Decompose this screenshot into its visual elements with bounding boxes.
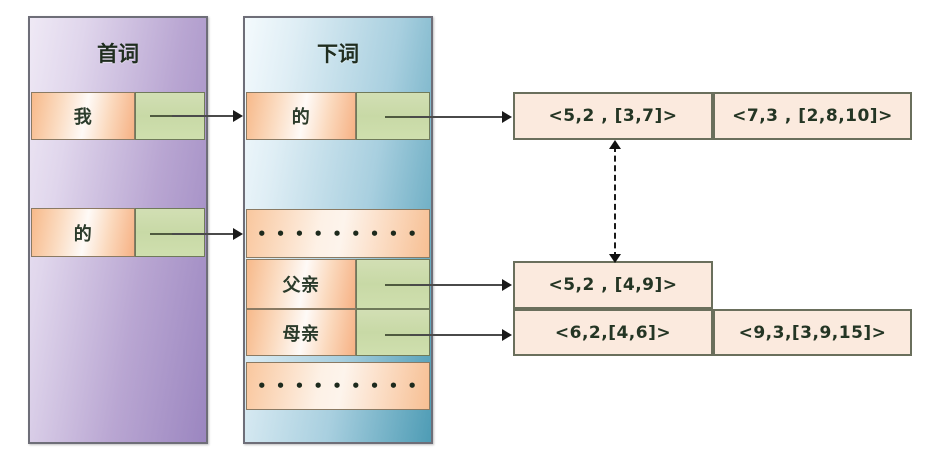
next-word-key-cell: 父亲: [246, 259, 356, 309]
arrowhead-up-icon: [609, 140, 621, 149]
connector-muqin-to-posting: [410, 334, 503, 336]
next-word-key-label: 母亲: [282, 323, 320, 345]
posting-cell-bottom-left[interactable]: <6,2,[4,6]>: [513, 309, 713, 356]
arrowhead-icon: [502, 279, 512, 291]
posting-cell-value: <6,2,[4,6]>: [554, 322, 672, 343]
arrowhead-down-icon: [609, 254, 621, 263]
pointer-stub-line: [150, 115, 190, 117]
next-word-ellipsis-row: • • • • • • • • •: [246, 362, 430, 410]
pointer-stub-line: [385, 116, 430, 118]
next-word-ellipsis-row: • • • • • • • • •: [246, 209, 430, 258]
connector-wo-to-de: [172, 115, 234, 117]
next-word-column-title: 下词: [317, 42, 359, 66]
arrowhead-icon: [502, 329, 512, 341]
posting-cell-value: <7,3 , [2,8,10]>: [732, 106, 893, 126]
arrowhead-icon: [233, 228, 243, 240]
first-word-column-title: 首词: [97, 42, 139, 66]
ellipsis-label: • • • • • • • • •: [256, 377, 420, 395]
posting-cell-bottom-right[interactable]: <9,3,[3,9,15]>: [713, 309, 912, 356]
next-word-slot-muqin[interactable]: 母亲: [246, 309, 430, 356]
next-word-key-label: 的: [291, 107, 311, 128]
pointer-stub-line: [385, 334, 430, 336]
posting-cell-value: <9,3,[3,9,15]>: [738, 322, 887, 343]
pointer-stub-line: [150, 233, 190, 235]
next-word-key-cell: 母亲: [246, 309, 356, 356]
arrowhead-icon: [233, 110, 243, 122]
next-word-key-label: 父亲: [282, 275, 320, 296]
posting-cell-value: <5,2 , [3,7]>: [548, 106, 678, 126]
posting-cell-value: <5,2 , [4,9]>: [548, 275, 678, 295]
posting-cell-top-right[interactable]: <7,3 , [2,8,10]>: [713, 92, 912, 140]
first-word-key-label: 我: [73, 107, 93, 128]
first-word-key-cell: 的: [31, 208, 135, 257]
arrowhead-icon: [502, 111, 512, 123]
ellipsis-label: • • • • • • • • •: [256, 224, 420, 243]
pointer-stub-line: [385, 284, 430, 286]
next-word-pointer-cell[interactable]: [356, 309, 430, 356]
connector-de-to-posting-top: [410, 116, 503, 118]
next-word-slot-fuqin[interactable]: 父亲: [246, 259, 430, 309]
posting-cell-top-left[interactable]: <5,2 , [3,7]>: [513, 92, 713, 140]
first-word-key-cell: 我: [31, 92, 135, 140]
posting-cell-middle[interactable]: <5,2 , [4,9]>: [513, 261, 713, 309]
first-word-key-label: 的: [73, 223, 93, 245]
connector-fuqin-to-posting: [410, 284, 503, 286]
connector-de-to-next: [172, 233, 234, 235]
posting-link-dashed-line: [614, 146, 616, 258]
next-word-key-cell: 的: [246, 92, 356, 140]
first-word-pointer-cell[interactable]: [135, 208, 205, 257]
first-word-slot-de[interactable]: 的: [31, 208, 205, 257]
